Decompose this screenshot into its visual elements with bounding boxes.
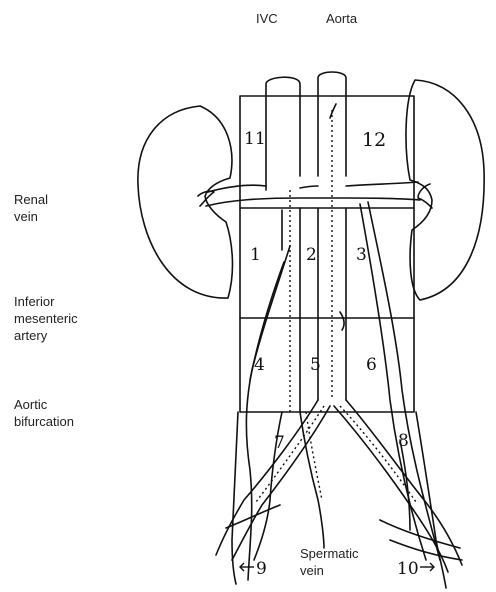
lower-vessel-right-a: [416, 412, 446, 588]
zone-10: 10: [397, 559, 419, 579]
dotted-right-iliac: [340, 406, 416, 502]
spermatic-vein-central: [300, 412, 324, 548]
left-ureter: [246, 246, 290, 580]
aorta-upper-inner: [330, 104, 336, 118]
zone-3: 3: [356, 245, 367, 265]
left-kidney: [406, 80, 484, 300]
zone-5: 5: [310, 355, 321, 375]
right-ureter-inner: [360, 204, 426, 560]
ima-branch: [340, 312, 344, 330]
zone-6: 6: [366, 355, 377, 375]
zone-11: 11: [244, 129, 266, 149]
dotted-left-iliac: [256, 406, 324, 502]
ivc-upper: [266, 77, 300, 190]
zone-4: 4: [254, 355, 265, 375]
zone-1: 1: [250, 245, 261, 265]
zone-12: 12: [362, 129, 386, 151]
left-iliac-outer: [216, 400, 318, 555]
zone-2: 2: [306, 245, 317, 265]
right-iliac-outer: [346, 400, 462, 565]
zone-8: 8: [398, 431, 409, 451]
lower-vessel-left-a: [232, 412, 238, 584]
right-kidney: [138, 106, 233, 298]
zone-9: 9: [256, 559, 267, 579]
zone-7: 7: [274, 433, 285, 453]
right-iliac-inner: [334, 406, 448, 572]
renal-vein-lower-edge: [206, 198, 420, 206]
